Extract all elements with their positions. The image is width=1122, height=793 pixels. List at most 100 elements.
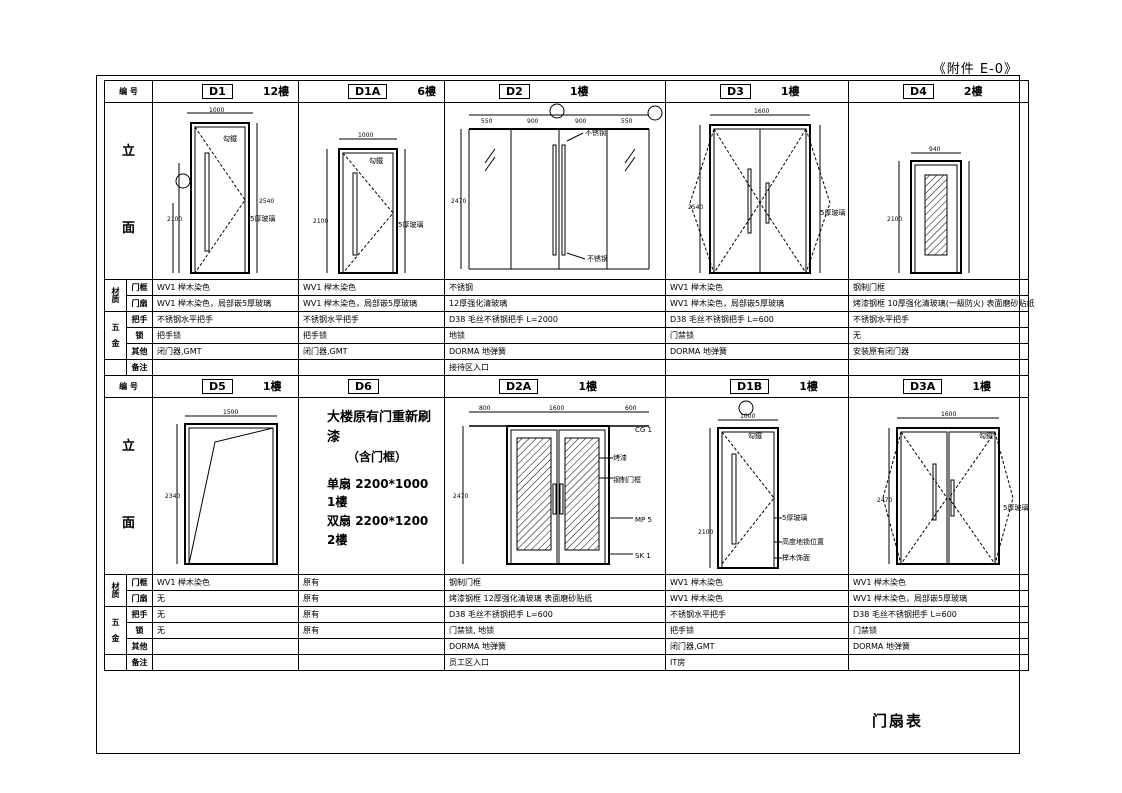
row-handle-2: 五金 把手 无 原有 D38 毛丝不锈钢把手 L=600 不锈钢水平把手 D38… [104, 606, 1030, 655]
elevation-d1a: 1000 勾鐵 5厚玻璃 2100 [298, 102, 446, 280]
svg-text:550: 550 [481, 118, 493, 125]
cell-remark-d2a: 员工区入口 [444, 654, 667, 671]
cell-leaf-d1b: WV1 榉木染色 [665, 590, 850, 607]
frame-label: 门框 [125, 279, 154, 296]
row-lock-2: 锁 无 原有 门禁锁, 地锁 把手锁 门禁锁 [105, 622, 1030, 639]
cell-other-d3a: DORMA 地弹簧 [848, 638, 1030, 655]
svg-text:CG 1: CG 1 [635, 426, 652, 434]
svg-text:2100: 2100 [313, 218, 328, 225]
material-label: 材质 [104, 279, 127, 312]
leaf-label: 门扇 [125, 295, 154, 312]
svg-text:2540: 2540 [259, 198, 274, 205]
cell-remark-d3 [665, 359, 850, 376]
door-drawing-d5: 1500 2340 [165, 409, 279, 565]
cell-leaf-d1a: WV1 榉木染色，局部嵌5厚玻璃 [298, 295, 446, 312]
elevation-d3a: 1600 勾鐵 5厚玻璃 2470 [848, 397, 1030, 575]
cell-handle-d4: 不锈钢水平把手 [848, 311, 1030, 328]
svg-text:940: 940 [929, 146, 941, 153]
cell-leaf-d1: WV1 榉木染色，局部嵌5厚玻璃 [152, 295, 300, 312]
svg-text:550: 550 [621, 118, 633, 125]
code-label: 编 号 [103, 80, 154, 103]
door-drawing-d1b: 1000 勾鐵 5厚玻璃 高度地锁位置 榉木饰面 2100 [698, 400, 824, 569]
cell-other-d5 [152, 638, 300, 655]
svg-text:2100: 2100 [167, 216, 182, 223]
sheet-title: 门扇表 [872, 712, 924, 730]
svg-text:烤漆: 烤漆 [613, 453, 627, 462]
hardware-label: 五金 [104, 311, 127, 360]
svg-text:不锈钢: 不锈钢 [585, 128, 606, 137]
door-drawing-d3: 1600 5厚玻璃 2540 [688, 108, 845, 274]
cell-handle-d2: D38 毛丝不锈钢把手 L=2000 [444, 311, 667, 328]
svg-text:2100: 2100 [887, 216, 902, 223]
row-other-1: 其他 闭门器,GMT 闭门器,GMT DORMA 地弹簧 DORMA 地弹簧 安… [105, 343, 1030, 360]
svg-text:MP 5: MP 5 [635, 516, 652, 524]
elevation-d5: 1500 2340 [152, 397, 300, 575]
svg-text:2340: 2340 [165, 493, 180, 500]
elevation-label: 立 面 [103, 102, 154, 280]
cell-leaf-d2a: 烤漆钢框 12厚强化清玻璃 表面磨砂贴纸 [444, 590, 667, 607]
svg-text:高度地锁位置: 高度地锁位置 [782, 537, 824, 546]
svg-text:2470: 2470 [451, 198, 466, 205]
lock-label: 锁 [125, 327, 154, 344]
cell-remark-d5 [152, 654, 300, 671]
cell-frame-d2: 不锈钢 [444, 279, 667, 296]
svg-text:1600: 1600 [549, 405, 564, 412]
cell-handle-d2a: D38 毛丝不锈钢把手 L=600 [444, 606, 667, 623]
cell-lock-d3: 门禁锁 [665, 327, 850, 344]
cell-frame-d2a: 钢制门框 [444, 574, 667, 591]
cell-leaf-d3: WV1 榉木染色，局部嵌5厚玻璃 [665, 295, 850, 312]
svg-text:5厚玻璃: 5厚玻璃 [820, 208, 845, 217]
cell-handle-d6: 原有 [298, 606, 446, 623]
cell-other-d6 [298, 638, 446, 655]
cell-lock-d2a: 门禁锁, 地锁 [444, 622, 667, 639]
svg-text:勾鐵: 勾鐵 [369, 156, 383, 165]
cell-other-d3: DORMA 地弹簧 [665, 343, 850, 360]
svg-text:900: 900 [575, 118, 587, 125]
row-handle-1: 五金 把手 不锈钢水平把手 不锈钢水平把手 D38 毛丝不锈钢把手 L=2000… [104, 311, 1030, 360]
svg-text:600: 600 [625, 405, 637, 412]
svg-text:5厚玻璃: 5厚玻璃 [782, 513, 807, 522]
svg-text:2470: 2470 [453, 493, 468, 500]
cell-lock-d4: 无 [848, 327, 1030, 344]
door-drawing-d2: 550 900 900 550 不锈钢 不锈钢 2470 [451, 103, 663, 270]
row-frame-1: 材质 门框 WV1 榉木染色 WV1 榉木染色 不锈钢 WV1 榉木染色 钢制门… [104, 279, 1030, 312]
svg-text:1000: 1000 [740, 413, 755, 420]
cell-frame-d1: WV1 榉木染色 [152, 279, 300, 296]
door-drawing-d1a: 1000 勾鐵 5厚玻璃 2100 [313, 132, 423, 274]
svg-text:1500: 1500 [223, 409, 238, 416]
cell-remark-d6 [298, 654, 446, 671]
elevation-d1: 1000 勾鐵 5厚玻璃 2540 2100 [152, 102, 300, 280]
cell-frame-d3: WV1 榉木染色 [665, 279, 850, 296]
door-header-d6: D6 [298, 375, 446, 398]
cell-other-d1b: 闭门器,GMT [665, 638, 850, 655]
elevation-d1b: 1000 勾鐵 5厚玻璃 高度地锁位置 榉木饰面 2100 [665, 397, 850, 575]
cell-lock-d6: 原有 [298, 622, 446, 639]
door-drawing-d2a: 800 1600 600 CG 1 烤漆 钢制门框 MP 5 SK 1 2470 [453, 405, 652, 565]
svg-text:1000: 1000 [209, 107, 224, 114]
svg-text:5厚玻璃: 5厚玻璃 [250, 214, 275, 223]
cell-other-d1a: 闭门器,GMT [298, 343, 446, 360]
cell-other-d4: 安装原有闭门器 [848, 343, 1030, 360]
svg-text:1000: 1000 [358, 132, 373, 139]
svg-text:SK 1: SK 1 [635, 552, 651, 560]
svg-text:勾鐵: 勾鐵 [748, 431, 762, 440]
elevation-d2: 550 900 900 550 不锈钢 不锈钢 2470 [444, 102, 667, 280]
svg-text:1600: 1600 [941, 411, 956, 418]
door-drawing-d1: 1000 勾鐵 5厚玻璃 2540 2100 [167, 107, 275, 274]
cell-handle-d3a: D38 毛丝不锈钢把手 L=600 [848, 606, 1030, 623]
svg-text:勾鐵: 勾鐵 [223, 134, 237, 143]
cell-frame-d3a: WV1 榉木染色 [848, 574, 1030, 591]
cell-other-d2: DORMA 地弹簧 [444, 343, 667, 360]
elevation-d2a: 800 1600 600 CG 1 烤漆 钢制门框 MP 5 SK 1 2470 [444, 397, 667, 575]
svg-text:2540: 2540 [688, 204, 703, 211]
row-other-2: 其他 DORMA 地弹簧 闭门器,GMT DORMA 地弹簧 [105, 638, 1030, 655]
cell-handle-d5: 无 [152, 606, 300, 623]
